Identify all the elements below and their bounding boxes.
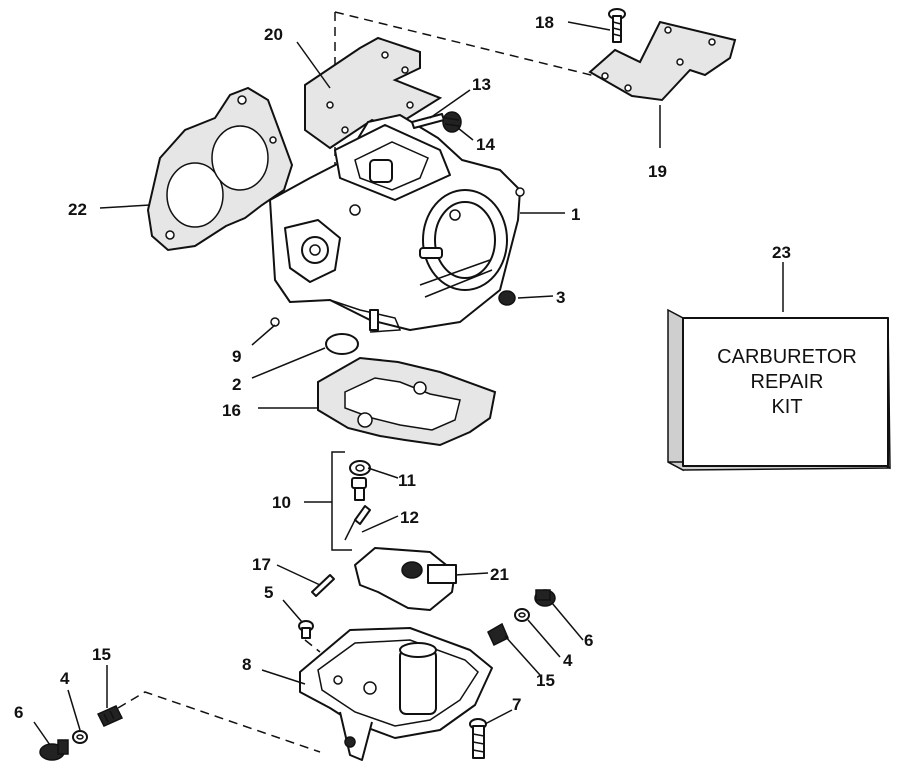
callout-4-right: 4 xyxy=(563,651,573,670)
callout-5: 5 xyxy=(264,583,273,602)
callout-4-left: 4 xyxy=(60,669,70,688)
callout-2: 2 xyxy=(232,375,241,394)
part-8-float-bowl xyxy=(299,627,493,761)
part-18-screw xyxy=(608,8,626,43)
part-4-washer-right xyxy=(514,608,530,622)
part-13-pin xyxy=(411,113,445,129)
part-15-jet-left xyxy=(96,705,124,727)
part-22-flange-gasket xyxy=(146,86,294,252)
callout-22: 22 xyxy=(68,200,87,219)
kit-box-line-1: CARBURETOR xyxy=(717,346,857,368)
kit-box-line-2: REPAIR xyxy=(751,371,824,393)
part-15-jet-right xyxy=(487,622,509,647)
callout-13: 13 xyxy=(472,75,491,94)
leader-lines xyxy=(33,21,784,746)
part-10-bracket xyxy=(331,451,352,551)
callout-11: 11 xyxy=(398,471,416,490)
callout-labels: 20 18 13 14 19 22 1 23 3 9 2 16 11 10 12… xyxy=(14,13,791,722)
part-1-carburetor-body xyxy=(269,114,525,333)
part-3-plug xyxy=(498,290,516,306)
callout-20: 20 xyxy=(264,25,283,44)
callout-8: 8 xyxy=(242,655,251,674)
callout-1: 1 xyxy=(571,205,580,224)
callout-7: 7 xyxy=(512,695,521,714)
callout-21: 21 xyxy=(490,565,509,584)
callout-14: 14 xyxy=(476,135,495,154)
part-17-float-pin xyxy=(311,574,335,597)
part-9-ball xyxy=(270,317,280,327)
part-16-bowl-gasket xyxy=(317,356,497,447)
callout-19: 19 xyxy=(648,162,667,181)
callout-9: 9 xyxy=(232,347,241,366)
part-11-washer xyxy=(349,460,371,476)
alignment-line-bottom xyxy=(117,691,321,753)
callout-16: 16 xyxy=(222,401,241,420)
part-20-cover-plate xyxy=(304,36,443,150)
callout-3: 3 xyxy=(556,288,565,307)
part-12-needle xyxy=(344,505,371,541)
part-14-spring xyxy=(442,111,462,133)
part-19-cover-plate xyxy=(588,20,737,102)
part-2-disc xyxy=(325,333,359,355)
part-23-kit-box: CARBURETOR REPAIR KIT xyxy=(667,308,891,472)
callout-15-left: 15 xyxy=(92,645,111,664)
callout-10: 10 xyxy=(272,493,291,512)
callout-12: 12 xyxy=(400,508,419,527)
callout-6-right: 6 xyxy=(584,631,593,650)
part-6-plug-right xyxy=(534,589,556,607)
needle-seat xyxy=(351,477,367,501)
part-5-screw xyxy=(298,620,314,639)
callout-6-left: 6 xyxy=(14,703,23,722)
part-6-plug-left xyxy=(39,739,69,761)
callout-18: 18 xyxy=(535,13,554,32)
callout-23: 23 xyxy=(772,243,791,262)
part-4-washer-left xyxy=(72,730,88,744)
kit-box-line-3: KIT xyxy=(771,396,802,418)
alignment-line-bowl xyxy=(304,639,321,653)
part-7-screw xyxy=(469,718,487,759)
callout-15-right: 15 xyxy=(536,671,555,690)
callout-17: 17 xyxy=(252,555,271,574)
part-21-float xyxy=(354,547,457,611)
